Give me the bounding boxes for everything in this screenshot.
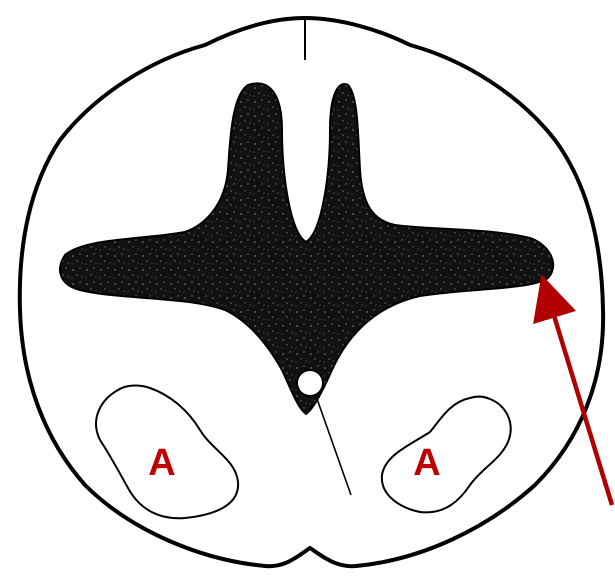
central-canal xyxy=(297,370,323,396)
region-label-right: A xyxy=(413,442,440,484)
region-label-left: A xyxy=(148,442,175,484)
